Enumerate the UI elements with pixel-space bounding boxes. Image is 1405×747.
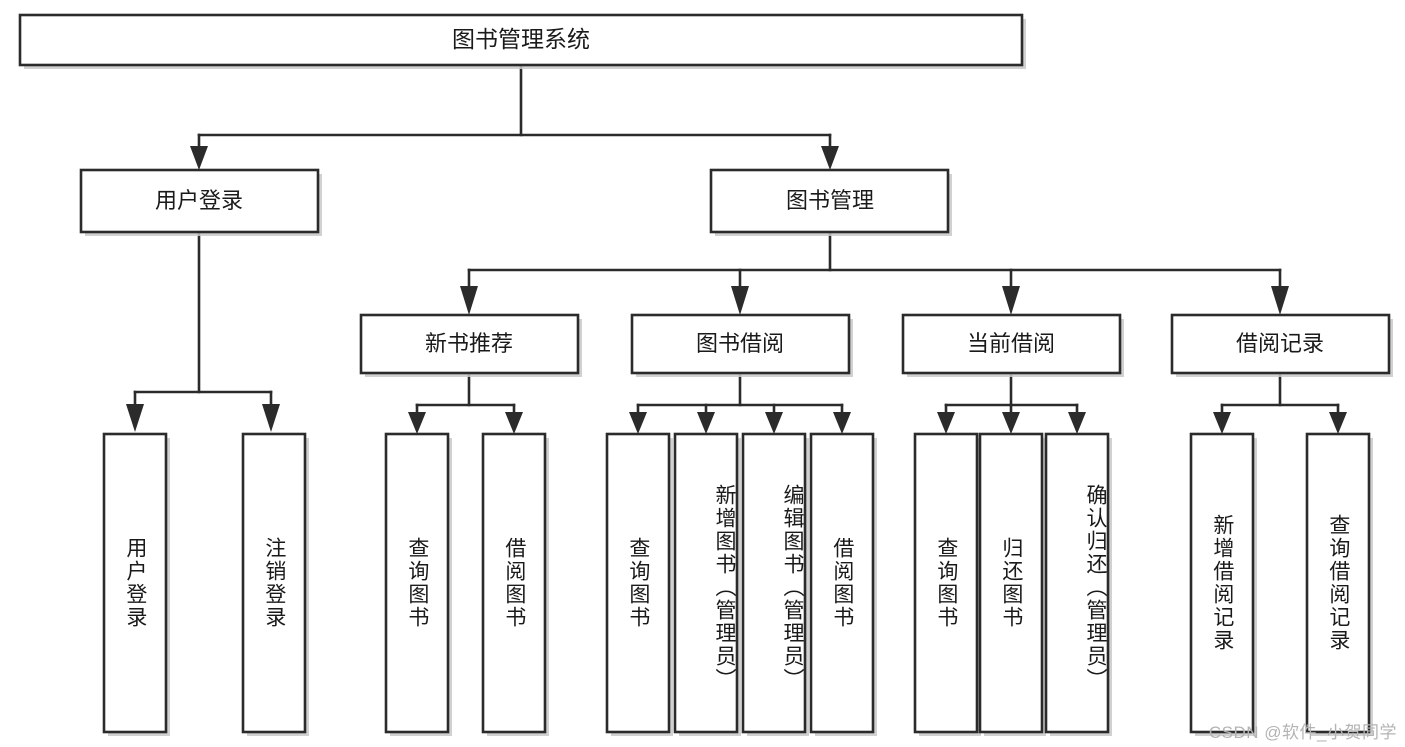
node-root[interactable]: 图书管理系统	[18, 13, 1026, 69]
arrowhead-book-borrow	[731, 286, 749, 315]
arrowhead-leaf-query-book-3	[937, 412, 955, 434]
arrowhead-leaf-add-record	[1213, 412, 1231, 434]
node-root-label: 图书管理系统	[452, 26, 590, 52]
leaf-query-book-2-box[interactable]	[605, 432, 671, 734]
node-user-login-label: 用户登录	[155, 188, 243, 213]
leaf-edit-book-box[interactable]	[741, 432, 807, 734]
node-user-login[interactable]: 用户登录	[79, 168, 322, 236]
leaf-borrow-book-1-box[interactable]	[481, 432, 547, 734]
leaf-query-book-3-box[interactable]	[913, 432, 979, 734]
node-user-login-box[interactable]	[79, 168, 320, 234]
arrowhead-leaf-logout	[262, 404, 280, 432]
arrowhead-leaf-query-book-1	[408, 412, 426, 434]
node-root-box[interactable]	[18, 13, 1024, 67]
node-new-book-rec-label: 新书推荐	[425, 331, 513, 356]
node-current-borrow-box[interactable]	[901, 313, 1122, 375]
arrowhead-leaf-query-record	[1329, 412, 1347, 434]
leaf-query-record-box[interactable]	[1305, 432, 1371, 734]
node-current-borrow[interactable]: 当前借阅	[901, 313, 1124, 377]
node-book-manage[interactable]: 图书管理	[709, 168, 952, 236]
arrowhead-user-login	[190, 146, 208, 170]
leaf-query-book-1-box[interactable]	[384, 432, 450, 734]
node-new-book-rec[interactable]: 新书推荐	[359, 313, 582, 377]
node-new-book-rec-box[interactable]	[359, 313, 580, 375]
node-book-manage-box[interactable]	[709, 168, 950, 234]
node-borrow-record[interactable]: 借阅记录	[1170, 313, 1393, 377]
arrowhead-leaf-confirm-return	[1068, 412, 1086, 434]
arrowhead-leaf-edit-book	[765, 412, 783, 434]
leaf-confirm-return-box[interactable]	[1044, 432, 1110, 734]
arrowhead-leaf-add-book	[697, 412, 715, 434]
node-current-borrow-label: 当前借阅	[967, 331, 1055, 356]
node-book-manage-label: 图书管理	[786, 188, 874, 213]
arrowhead-leaf-return-book	[1002, 412, 1020, 434]
arrowhead-new-book-rec	[460, 286, 478, 315]
leaf-logout-box[interactable]	[241, 432, 307, 734]
node-book-borrow[interactable]: 图书借阅	[630, 313, 853, 377]
arrowhead-leaf-query-book-2	[629, 412, 647, 434]
arrowhead-leaf-user-login	[126, 404, 144, 432]
leaf-user-login-box[interactable]	[102, 432, 168, 734]
node-borrow-record-box[interactable]	[1170, 313, 1391, 375]
node-borrow-record-label: 借阅记录	[1236, 331, 1324, 356]
leaf-return-book-box[interactable]	[978, 432, 1044, 734]
leaf-borrow-book-2-box[interactable]	[809, 432, 875, 734]
node-book-borrow-label: 图书借阅	[696, 331, 784, 356]
arrowhead-book-manage	[821, 146, 839, 170]
arrowhead-leaf-borrow-book-2	[833, 412, 851, 434]
arrowhead-current-borrow	[1002, 286, 1020, 315]
node-book-borrow-box[interactable]	[630, 313, 851, 375]
csdn-watermark: CSDN @软件_小贺同学	[1208, 723, 1397, 742]
leaf-boxes-group	[102, 432, 1373, 736]
leaf-add-book-box[interactable]	[673, 432, 739, 734]
arrowhead-borrow-record	[1271, 286, 1289, 315]
connector-group	[126, 65, 1347, 434]
leaf-add-record-box[interactable]	[1189, 432, 1255, 734]
arrowhead-leaf-borrow-book-1	[505, 412, 523, 434]
